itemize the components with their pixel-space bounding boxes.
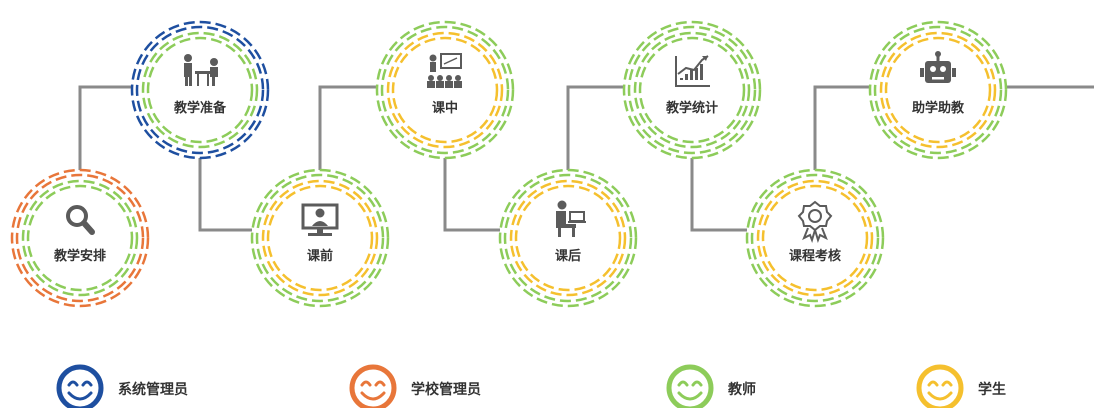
step-node-jiaoxue-tongji[interactable]: 教学统计 — [622, 20, 762, 160]
legend-item-teacher: 教师 — [666, 364, 756, 408]
step-label: 课中 — [432, 100, 458, 116]
step-label: 教学安排 — [53, 248, 106, 264]
legend-label: 学生 — [978, 381, 1006, 398]
step-node-jiaoxue-anpai[interactable]: 教学安排 — [10, 168, 150, 308]
step-node-kecheng-kaohe[interactable]: 课程考核 — [745, 168, 885, 308]
legend-label: 学校管理员 — [411, 381, 481, 398]
step-label: 教学准备 — [173, 100, 227, 116]
step-node-keqian[interactable]: 课前 — [250, 168, 390, 308]
step-label: 助学助教 — [912, 100, 965, 116]
smiley-icon — [916, 364, 964, 408]
award-badge-icon — [797, 200, 833, 244]
step-label: 课程考核 — [789, 248, 841, 264]
step-node-kezhong[interactable]: 课中 — [375, 20, 515, 160]
classroom-presentation-icon — [427, 53, 462, 88]
step-node-kehou[interactable]: 课后 — [498, 168, 638, 308]
monitor-person-icon — [301, 203, 339, 236]
role-legend: 系统管理员 学校管理员 教师 学生 — [56, 364, 1006, 408]
step-label: 课前 — [307, 248, 333, 264]
step-node-jiaoxue-zhunbei[interactable]: 教学准备 — [130, 20, 270, 160]
smiley-icon — [666, 364, 714, 408]
student-laptop-icon — [556, 200, 586, 237]
connector-lines — [78, 85, 1094, 232]
smiley-icon — [56, 364, 104, 408]
teacher-desk-icon — [184, 54, 218, 86]
bar-chart-icon — [675, 55, 710, 87]
legend-label: 教师 — [728, 381, 756, 398]
step-node-zhuxue-zhujiao[interactable]: 助学助教 — [868, 20, 1008, 160]
step-label: 课后 — [555, 248, 581, 264]
legend-item-system-admin: 系统管理员 — [56, 364, 188, 408]
robot-icon — [920, 51, 956, 83]
step-label: 教学统计 — [665, 100, 718, 116]
magnifier-icon — [66, 205, 95, 235]
smiley-icon — [349, 364, 397, 408]
legend-item-student: 学生 — [916, 364, 1006, 408]
legend-item-school-admin: 学校管理员 — [349, 364, 481, 408]
legend-label: 系统管理员 — [118, 381, 188, 398]
